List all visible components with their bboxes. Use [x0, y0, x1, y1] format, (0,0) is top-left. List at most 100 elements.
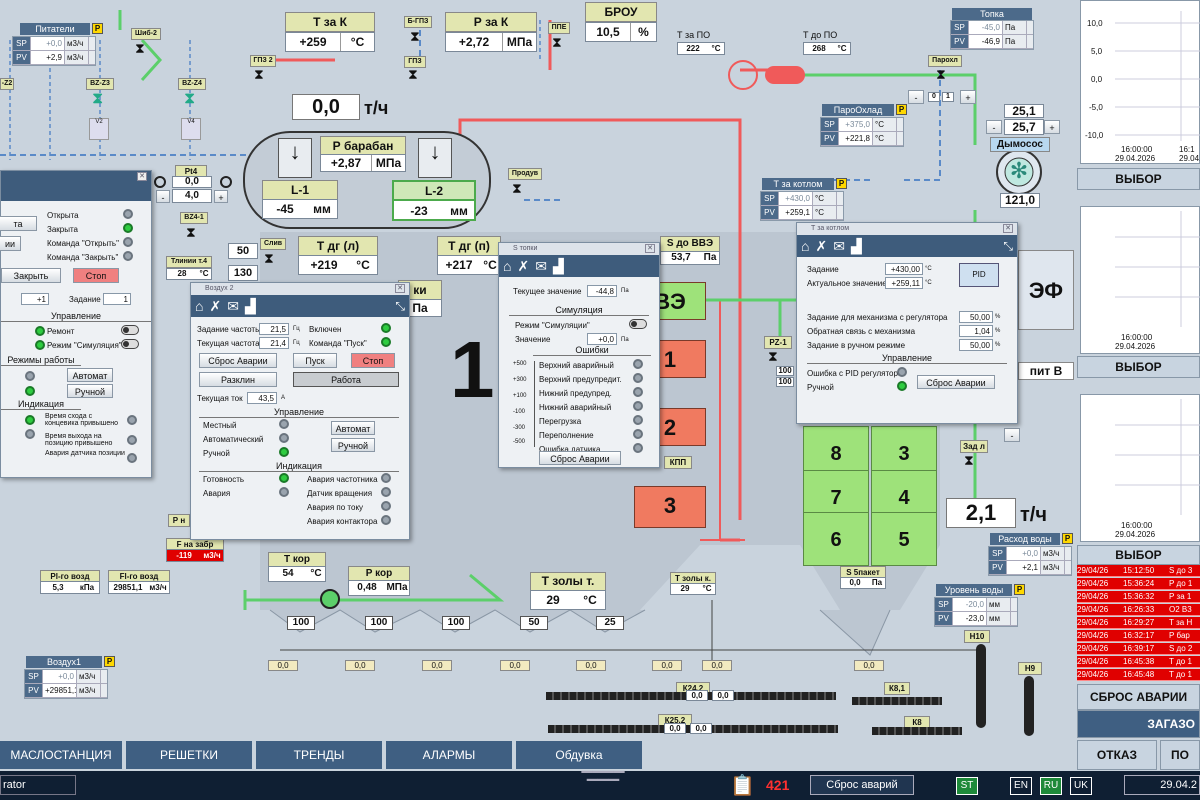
valve-prodv-icon[interactable]: ⧗	[512, 180, 522, 196]
setpoint-input[interactable]: +430,00	[885, 263, 923, 275]
chart-icon[interactable]: ▟	[244, 298, 256, 314]
dym-plus-button[interactable]: +	[1044, 120, 1060, 134]
mail-icon[interactable]: ✉	[833, 238, 845, 254]
dym-minus-button[interactable]: -	[986, 120, 1002, 134]
paroh-plus-button[interactable]: +	[960, 90, 976, 104]
refuse-button[interactable]: ОТКАЗ	[1077, 740, 1157, 770]
toggle-simulation[interactable]	[121, 339, 139, 349]
pid-block[interactable]: PID	[959, 263, 999, 287]
select-button-1[interactable]: ВЫБОР	[1077, 168, 1200, 190]
sim-value-input[interactable]: +0,0	[587, 333, 617, 345]
chart-icon[interactable]: ▟	[552, 258, 564, 274]
motor-4[interactable]: 0,0	[500, 660, 530, 671]
paroh-minus-button[interactable]: -	[908, 90, 924, 104]
menu-obduvka[interactable]: Обдувка	[516, 741, 644, 769]
valve-sh6-icon[interactable]: ⧗	[135, 40, 145, 56]
close-icon[interactable]: ✕	[645, 244, 655, 253]
btn-ta[interactable]: та	[0, 216, 37, 231]
select-button-3[interactable]: ВЫБОР	[1077, 545, 1200, 565]
section-6[interactable]: 6	[803, 512, 869, 566]
pt4-plus-button[interactable]: +	[214, 190, 228, 203]
tools-icon[interactable]: ✗	[815, 238, 828, 254]
auto-button[interactable]: Автомат	[67, 368, 113, 382]
mail-icon[interactable]: ✉	[227, 298, 239, 314]
motor-1[interactable]: 0,0	[268, 660, 298, 671]
expand-icon[interactable]: ⤡	[1003, 239, 1013, 253]
reset-alarms-tray-button[interactable]: Сброс аварий	[810, 775, 914, 795]
mail-icon[interactable]: ✉	[535, 258, 547, 274]
close-icon[interactable]: ✕	[137, 172, 147, 181]
dym-set-2[interactable]: 25,7	[1004, 119, 1044, 135]
select-button-2[interactable]: ВЫБОР	[1077, 356, 1200, 378]
reset-alarm-button[interactable]: Сброс Аварии	[917, 375, 995, 389]
zadl-minus-button[interactable]: -	[1004, 428, 1020, 442]
close-valve-button[interactable]: Закрыть	[1, 268, 61, 283]
valve-sliv-icon[interactable]: ⧗	[264, 250, 274, 266]
valve-bz41-icon[interactable]: ⧗	[186, 224, 196, 240]
paroohlad-p-badge[interactable]: P	[896, 104, 907, 115]
reset-alarm-button[interactable]: Сброс Аварии	[199, 353, 277, 368]
home-icon[interactable]: ⌂	[801, 238, 810, 254]
close-icon[interactable]: ✕	[395, 284, 405, 293]
manual-button[interactable]: Ручной	[67, 384, 113, 398]
valve-paroh-icon[interactable]: ⧗	[936, 66, 946, 82]
expand-icon[interactable]: ⤡	[395, 299, 405, 313]
menu-alarmy[interactable]: АЛАРМЫ	[386, 741, 514, 769]
tools-icon[interactable]: ✗	[209, 298, 222, 314]
lang-ru[interactable]: RU	[1040, 777, 1062, 795]
valve-bz4-icon[interactable]: ⧗	[184, 90, 196, 107]
tools-icon[interactable]: ✗	[517, 258, 530, 274]
clipboard-icon[interactable]: 📋	[730, 775, 755, 797]
section-5[interactable]: 5	[871, 512, 937, 566]
motor-7[interactable]: 0,0	[702, 660, 732, 671]
menu-maslostanciya[interactable]: МАСЛОСТАНЦИЯ	[0, 741, 124, 769]
vozduh1-p-badge[interactable]: P	[104, 656, 115, 667]
btn-ii[interactable]: ии	[0, 236, 21, 251]
tzakotl-p-badge[interactable]: P	[836, 178, 847, 189]
unjam-button[interactable]: Разклин	[199, 372, 277, 387]
rashod-p-badge[interactable]: P	[1062, 533, 1073, 544]
motor-2[interactable]: 0,0	[345, 660, 375, 671]
chart-icon[interactable]: ▟	[850, 238, 862, 254]
menu-handle-icon[interactable]: ▔▔▔▔▔▔▔	[581, 771, 625, 795]
gas-button[interactable]: ЗАГАЗО	[1077, 710, 1200, 738]
home-icon[interactable]: ⌂	[195, 298, 204, 314]
close-icon[interactable]: ✕	[1003, 224, 1013, 233]
pt4-set[interactable]: 4,0	[172, 189, 212, 203]
auto-button[interactable]: Автомат	[331, 421, 375, 435]
user-field[interactable]: rator	[0, 775, 76, 795]
zad-input-1[interactable]: +1	[21, 293, 49, 305]
valve-gpz-icon[interactable]: ⧗	[408, 66, 418, 82]
uroven-p-badge[interactable]: P	[1014, 584, 1025, 595]
manual-button[interactable]: Ручной	[331, 438, 375, 452]
home-icon[interactable]: ⌂	[503, 258, 512, 274]
toggle-repair[interactable]	[121, 325, 139, 335]
dymosos-fan-icon[interactable]: ✻	[1009, 158, 1029, 183]
pitateli-p-badge[interactable]: P	[92, 23, 103, 34]
menu-reshetki[interactable]: РЕШЕТКИ	[126, 741, 254, 769]
valve-bgpz-icon[interactable]: ⧗	[410, 28, 420, 44]
valve-pz1-icon[interactable]: ⧗	[768, 348, 778, 364]
valve-gpz2-icon[interactable]: ⧗	[254, 66, 264, 82]
stop-button[interactable]: Стоп	[73, 268, 119, 283]
st-button[interactable]: ST	[956, 777, 978, 795]
work-button[interactable]: Работа	[293, 372, 399, 387]
lang-uk[interactable]: UK	[1070, 777, 1092, 795]
stop-button[interactable]: Стоп	[351, 353, 395, 368]
reset-alarms-button[interactable]: СБРОС АВАРИИ	[1077, 684, 1200, 710]
bunker-3[interactable]: 3	[634, 486, 706, 528]
motor-6[interactable]: 0,0	[652, 660, 682, 671]
menu-trendy[interactable]: ТРЕНДЫ	[256, 741, 384, 769]
freq-setpoint-input[interactable]: 21,5	[259, 323, 289, 335]
toggle-simulation[interactable]	[629, 319, 647, 329]
pt4-minus-button[interactable]: -	[156, 190, 170, 203]
valve-zadl-icon[interactable]: ⧗	[964, 452, 974, 468]
